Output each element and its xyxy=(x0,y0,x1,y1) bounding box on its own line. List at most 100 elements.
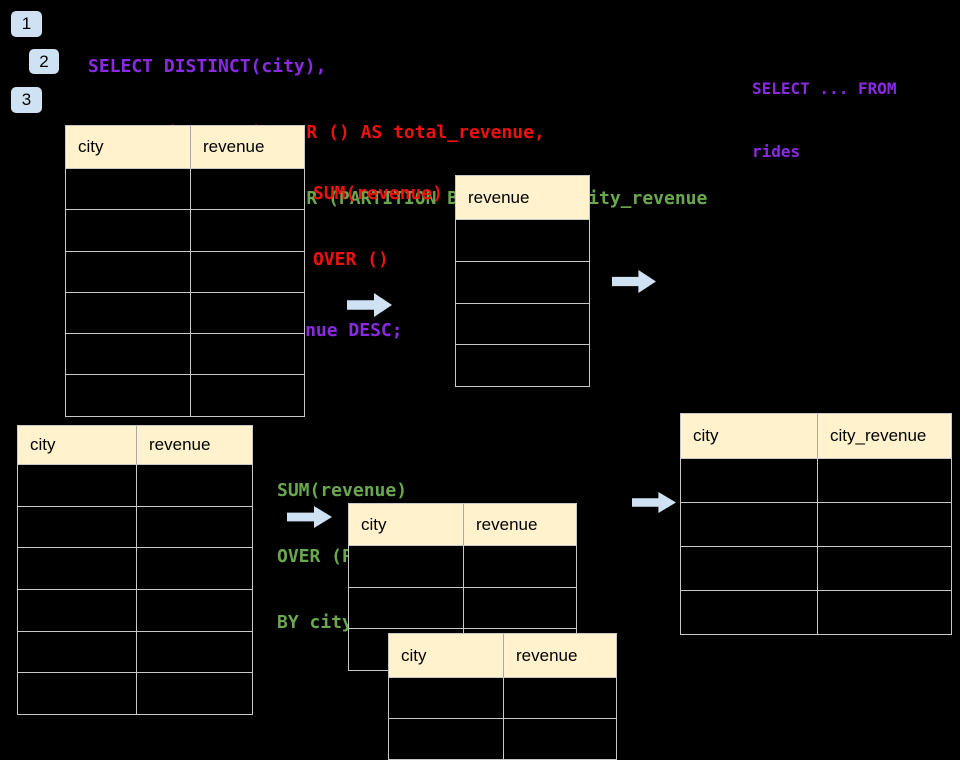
column-header-city: city xyxy=(681,414,818,458)
step-badge-1: 1 xyxy=(11,11,42,37)
table-row xyxy=(18,547,252,590)
table-cell xyxy=(681,503,818,546)
table-cell xyxy=(66,210,191,251)
table-cell xyxy=(66,292,191,334)
table-row xyxy=(66,291,304,334)
table-row xyxy=(681,458,951,502)
table-cell xyxy=(137,507,252,548)
table-row xyxy=(681,590,951,634)
table-cell xyxy=(456,345,589,386)
table-row xyxy=(18,464,252,506)
table-cell xyxy=(464,546,576,587)
table-total-result: revenue xyxy=(455,175,590,388)
step-badge-2: 2 xyxy=(29,49,59,74)
table-cell xyxy=(681,547,818,590)
column-header-city: city xyxy=(18,426,137,464)
table-row xyxy=(681,546,951,590)
table-cell xyxy=(137,632,252,673)
column-header-revenue: revenue xyxy=(203,137,265,156)
table-cell xyxy=(66,334,191,375)
table-cell xyxy=(191,210,304,250)
table-row xyxy=(66,374,304,416)
table-cell xyxy=(349,546,464,587)
table-row xyxy=(456,302,589,345)
table-row xyxy=(456,260,589,303)
table-cell xyxy=(191,169,304,209)
table-city-revenue-result: city city_revenue xyxy=(680,413,952,635)
table-header-row: city revenue xyxy=(66,126,304,168)
table-cell xyxy=(349,587,464,629)
table-header-row: city revenue xyxy=(18,426,252,464)
column-header-city: city xyxy=(389,634,504,677)
annotation-total-line-2: OVER () xyxy=(313,249,389,270)
table-row xyxy=(18,630,252,673)
column-header-revenue: revenue xyxy=(149,435,211,454)
table-header-row: city revenue xyxy=(389,634,616,677)
table-cell xyxy=(137,590,252,631)
table-source-top: city revenue xyxy=(65,125,305,417)
table-cell xyxy=(818,591,951,634)
column-header-revenue: revenue xyxy=(476,514,538,534)
side-code-fragment: SELECT ... FROM rides xyxy=(752,36,897,183)
table-cell xyxy=(191,293,304,333)
column-header-city-revenue: city_revenue xyxy=(830,426,927,445)
table-row xyxy=(456,344,589,386)
column-header-revenue: revenue xyxy=(516,645,578,665)
table-cell xyxy=(18,506,137,548)
step-badge-3: 3 xyxy=(11,87,42,113)
table-row xyxy=(389,718,616,759)
table-row xyxy=(18,505,252,548)
table-partition-b: city revenue xyxy=(388,633,617,760)
table-row xyxy=(456,219,589,261)
table-cell xyxy=(456,304,589,345)
table-cell xyxy=(18,548,137,590)
table-cell xyxy=(456,220,589,261)
table-cell xyxy=(137,673,252,714)
table-cell xyxy=(66,375,191,416)
table-cell xyxy=(66,251,191,292)
table-cell xyxy=(818,503,951,546)
annotation-total-revenue: SUM(revenue) OVER () xyxy=(313,139,443,293)
side-code-line-1: SELECT ... FROM xyxy=(752,79,897,98)
table-cell xyxy=(818,459,951,502)
table-row xyxy=(18,672,252,715)
table-cell xyxy=(18,465,137,506)
table-cell xyxy=(818,547,951,590)
sql-line-select: SELECT DISTINCT(city), xyxy=(88,56,327,77)
table-cell xyxy=(191,252,304,292)
table-row xyxy=(66,209,304,251)
sql-window-function-slide: { "palette": { "background": "#000000", … xyxy=(11,11,952,760)
table-header-row: revenue xyxy=(456,176,589,219)
annotation-partition-line-1: SUM(revenue) xyxy=(277,480,408,501)
table-cell xyxy=(137,548,252,589)
table-row xyxy=(66,250,304,292)
side-code-line-2: rides xyxy=(752,142,801,161)
table-cell xyxy=(18,673,137,715)
table-row xyxy=(389,677,616,718)
table-cell xyxy=(191,334,304,374)
table-cell xyxy=(456,262,589,303)
table-row xyxy=(18,589,252,631)
table-row xyxy=(66,168,304,210)
table-cell xyxy=(504,678,616,718)
column-header-revenue: revenue xyxy=(468,187,530,207)
annotation-total-line-1: SUM(revenue) xyxy=(313,183,444,204)
table-row xyxy=(681,502,951,546)
table-header-row: city revenue xyxy=(349,504,576,545)
table-source-bottom: city revenue xyxy=(17,425,253,716)
table-row xyxy=(349,545,576,587)
table-row xyxy=(66,333,304,375)
table-cell xyxy=(504,719,616,759)
table-cell xyxy=(681,459,818,502)
table-cell xyxy=(389,719,504,759)
table-cell xyxy=(18,631,137,673)
column-header-city: city xyxy=(349,504,464,545)
table-cell xyxy=(464,588,576,629)
arrow-right-icon xyxy=(632,492,676,513)
table-cell xyxy=(137,465,252,506)
table-cell xyxy=(681,591,818,634)
table-cell xyxy=(191,375,304,415)
table-row xyxy=(349,586,576,629)
table-cell xyxy=(18,590,137,631)
table-cell xyxy=(389,678,504,718)
